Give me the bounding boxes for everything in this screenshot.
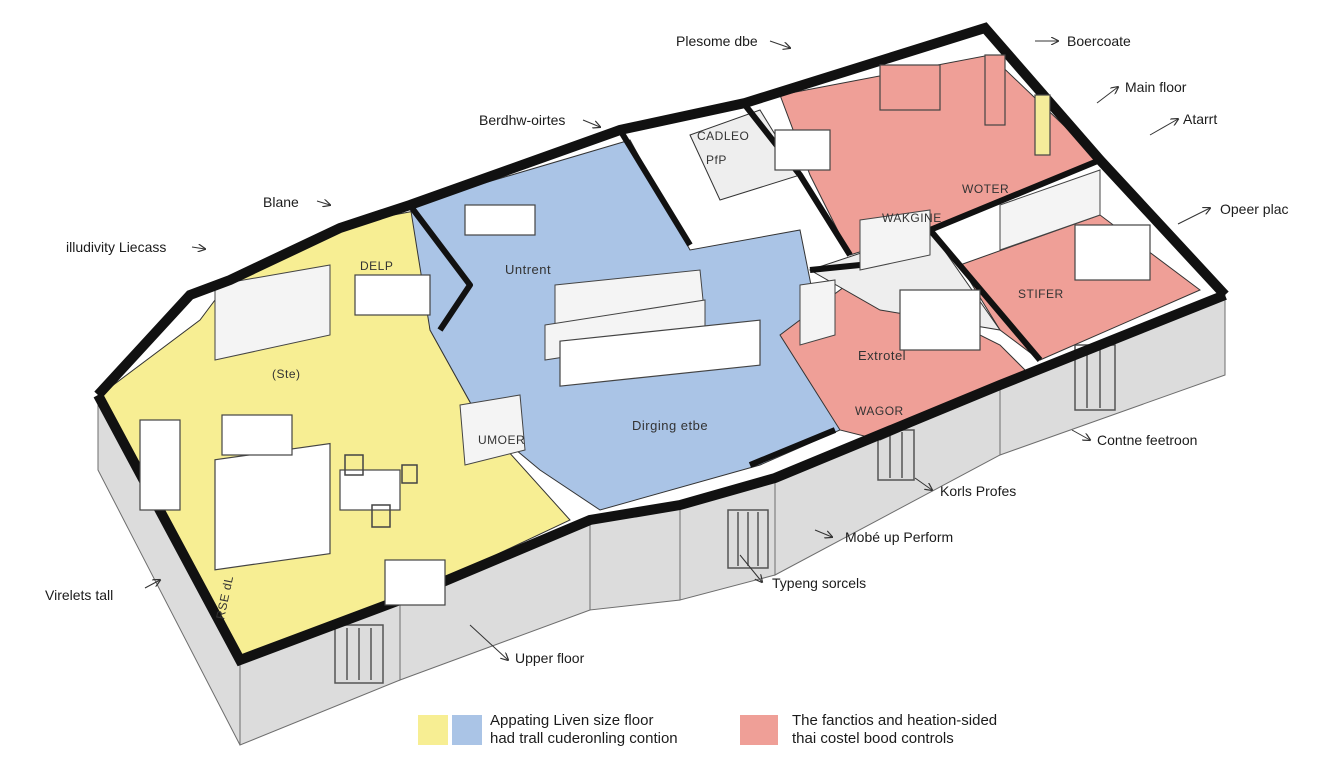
room-label-stifer: STIFER <box>1018 287 1064 301</box>
leader-lines <box>144 41 1210 660</box>
legend-text-1: Appating Liven size floor had trall cude… <box>490 712 678 748</box>
legend-line: thai costel bood controls <box>792 730 954 747</box>
callout-berdhw-oirtes: Berdhw-oirtes <box>479 112 566 128</box>
callout-upper-floor: Upper floor <box>515 650 585 666</box>
chairs <box>344 454 418 528</box>
room-label-wakgine: WAKGINE <box>882 211 942 225</box>
room-label-extrotel: Extrotel <box>858 348 906 363</box>
callout-virelets-tall: Virelets tall <box>45 587 114 603</box>
dining-table <box>339 469 401 511</box>
fridge <box>984 54 1006 126</box>
legend-swatch-blue <box>452 715 482 745</box>
legend-line: Appating Liven size floor <box>490 712 654 729</box>
side-desk <box>384 559 446 606</box>
door-panel <box>1034 94 1051 156</box>
cabinet <box>774 129 831 171</box>
callout-opeer-plac: Opeer plac <box>1220 201 1289 217</box>
callout-atarrt: Atarrt <box>1183 111 1218 127</box>
callout-boercoate: Boercoate <box>1067 33 1131 49</box>
sofa <box>214 442 331 571</box>
room-label-umoer: UMOER <box>478 433 525 447</box>
room-label-ste: (Ste) <box>272 367 301 381</box>
callout-typeng-sorcels: Typeng sorcels <box>772 575 867 591</box>
coffee-table <box>221 414 293 456</box>
outer-walls <box>93 22 1229 667</box>
room-label-pfp: PfP <box>706 153 727 167</box>
counter <box>559 319 761 387</box>
bed-right <box>1074 224 1151 281</box>
room-label-cadleo: CADLEO <box>697 129 749 143</box>
legend-text-2: The fanctios and heation-sided thai cost… <box>792 712 997 748</box>
furniture <box>139 54 1151 606</box>
legend-swatch-yellow <box>418 715 448 745</box>
room-label-wagor: WAGOR <box>855 404 904 418</box>
bed-center <box>899 289 981 351</box>
legend-item-red: The fanctios and heation-sided thai cost… <box>740 712 997 748</box>
callout-blane: Blane <box>263 194 299 210</box>
callout-korls-profes: Korls Profes <box>940 483 1017 499</box>
room-label-dirging: Dirging etbe <box>632 418 708 433</box>
armchair-left <box>139 419 181 511</box>
radiator-grilles <box>334 344 1116 684</box>
callout-plesome-dbe: Plesome dbe <box>676 33 758 49</box>
blue-desk <box>464 204 536 236</box>
callout-illudivity: illudivity Liecass <box>66 239 167 255</box>
interior-walls <box>409 103 1102 468</box>
legend-swatch-red <box>740 715 778 745</box>
sideboard <box>354 274 431 316</box>
kitchen-unit <box>879 64 941 111</box>
room-label-untrent: Untrent <box>505 262 551 277</box>
callout-main-floor: Main floor <box>1125 79 1187 95</box>
callout-contne-feetroon: Contne feetroon <box>1097 432 1198 448</box>
room-label-woter: WOTER <box>962 182 1009 196</box>
legend-line: The fanctios and heation-sided <box>792 712 998 729</box>
callout-mobe-up-perform: Mobé up Perform <box>845 529 954 545</box>
legend-line: had trall cuderonling contion <box>490 730 678 747</box>
room-label-delp: DELP <box>360 259 393 273</box>
legend-item-yellow-blue: Appating Liven size floor had trall cude… <box>418 712 678 748</box>
